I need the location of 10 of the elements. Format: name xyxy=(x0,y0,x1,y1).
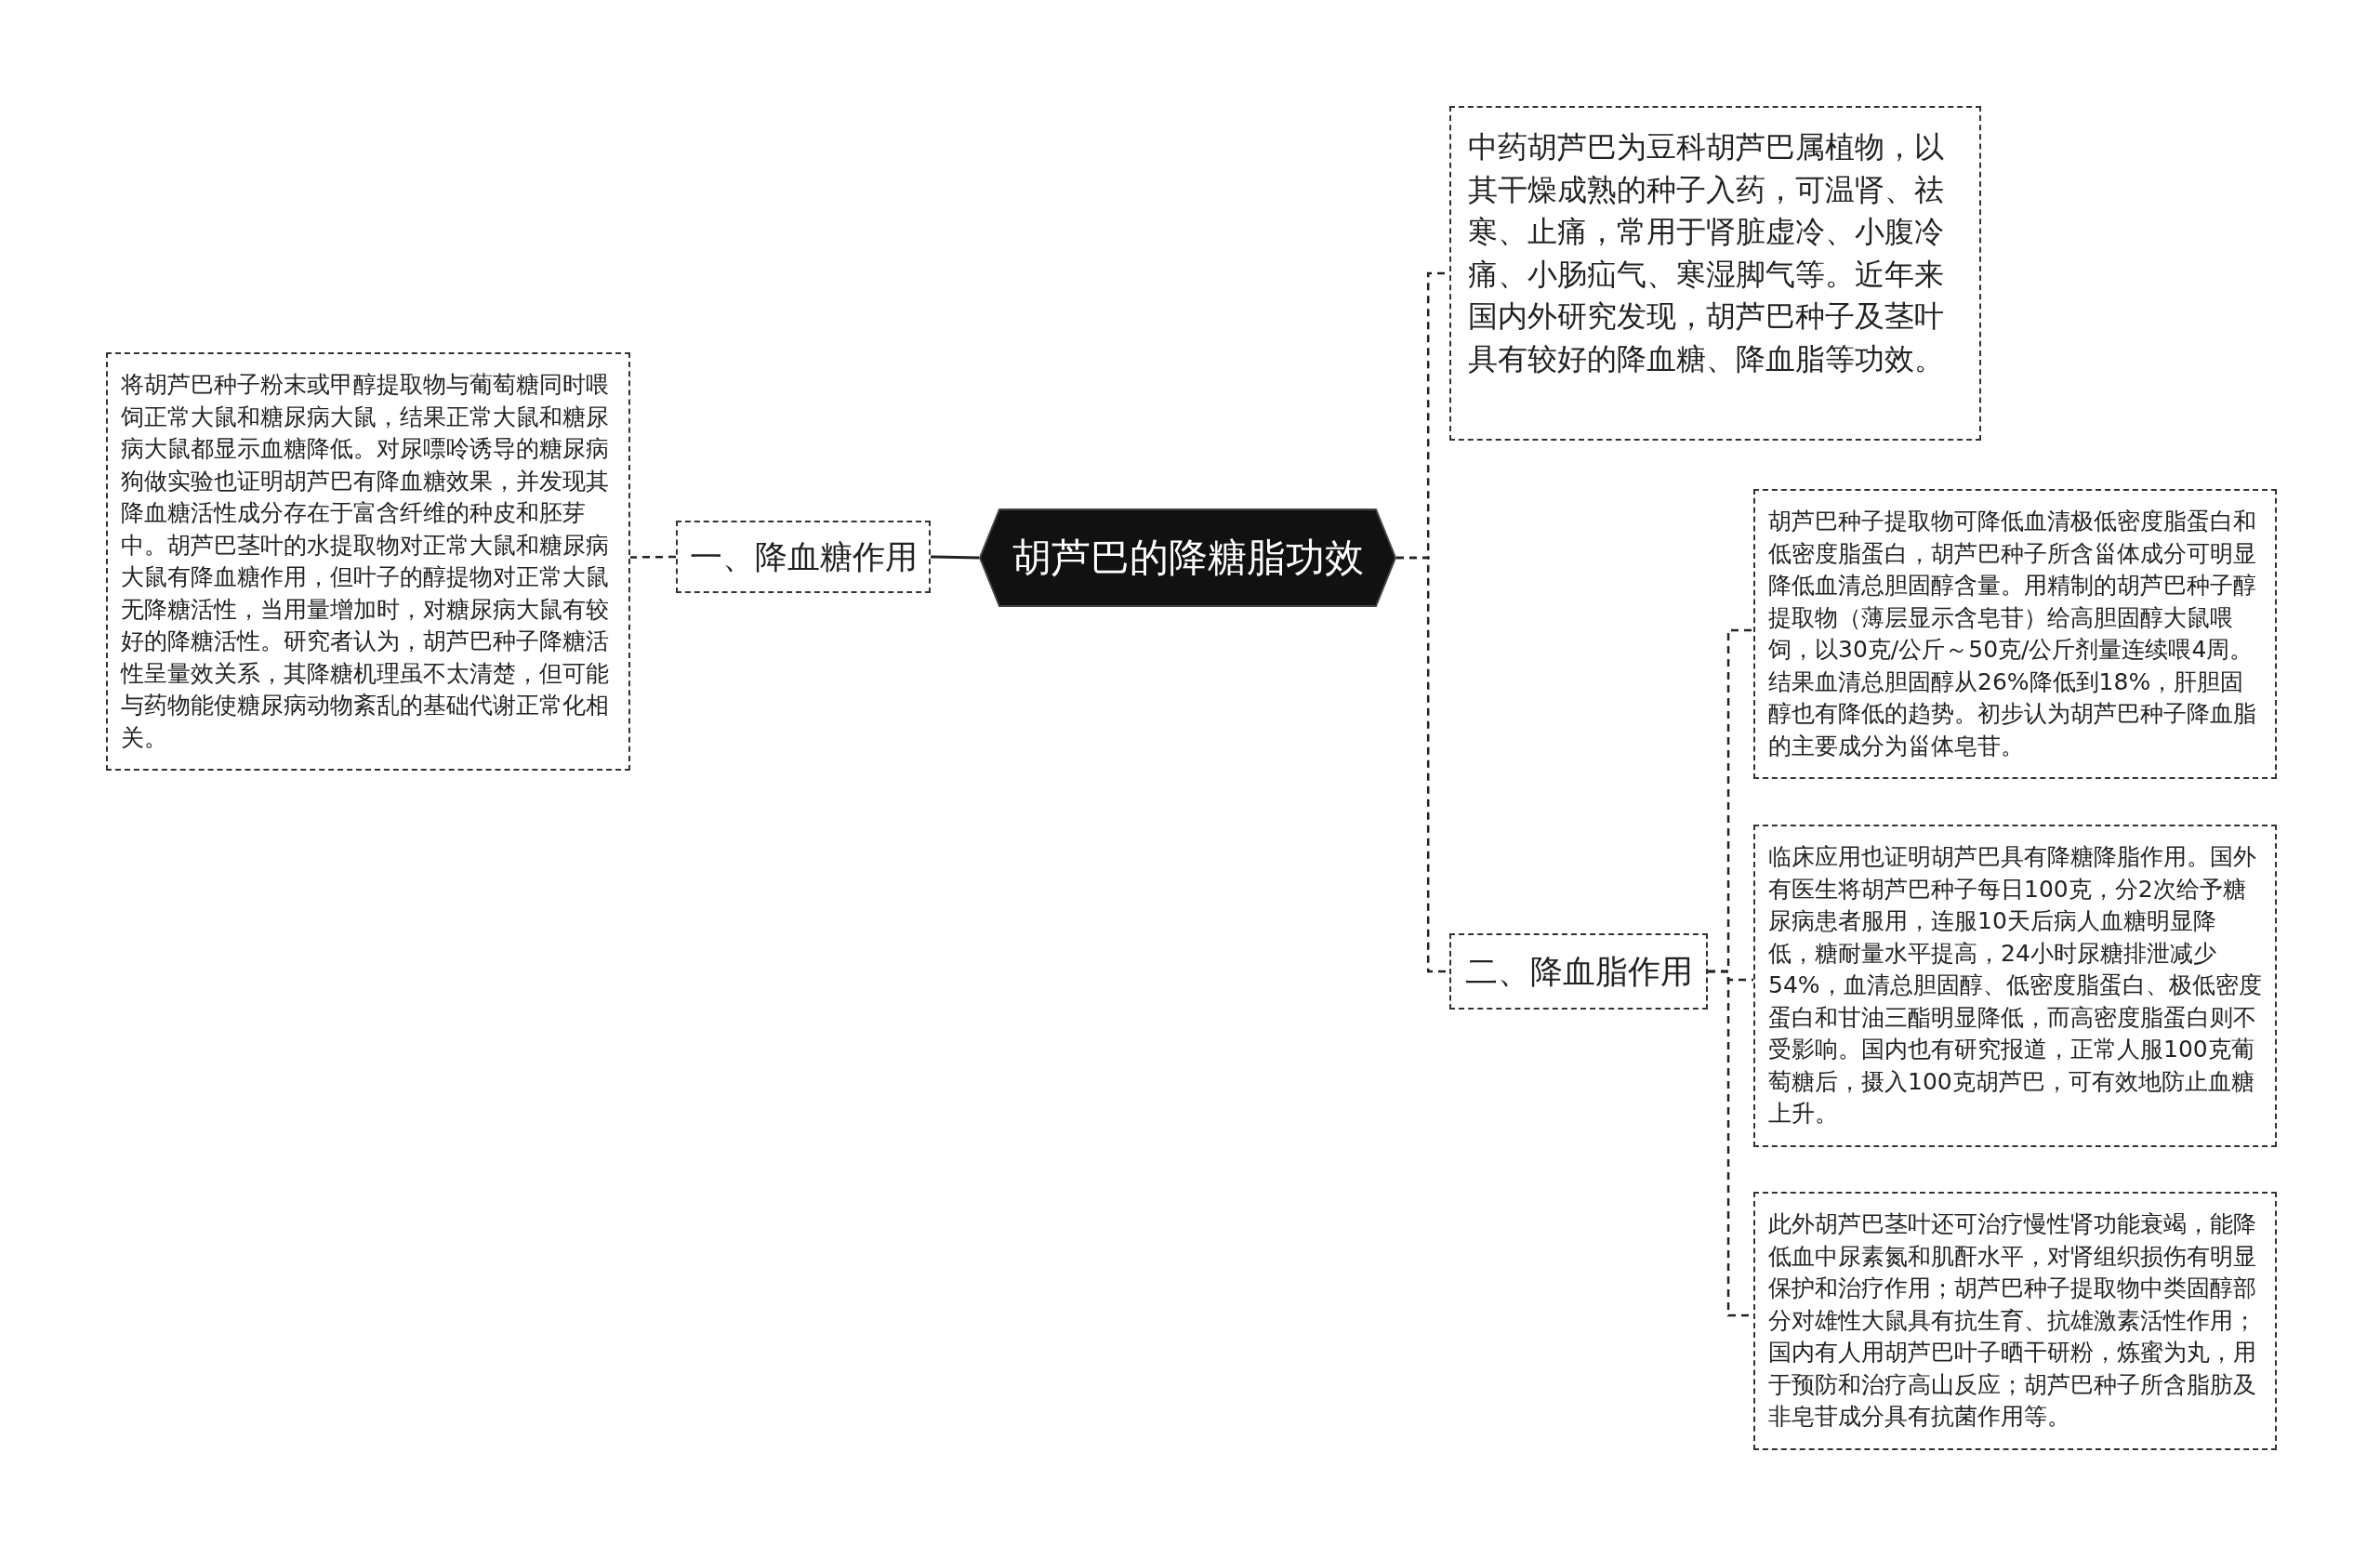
text-box: 此外胡芦巴茎叶还可治疗慢性肾功能衰竭，能降低血中尿素氮和肌酐水平，对肾组织损伤有明显保护和治疗作用；胡芦巴种子提取物中类固醇部分对雄性大鼠具有抗生育、抗雄激素活性作用；国内有人用胡芦巴叶子晒干研粉，炼蜜为丸，用于预防和治疗高山反应；胡芦巴种子所含脂肪及非皂苷成分具有抗菌作用等。 xyxy=(1753,1192,2277,1450)
text-box: 中药胡芦巴为豆科胡芦巴属植物，以其干燥成熟的种子入药，可温肾、祛寒、止痛，常用于肾脏虚冷、小腹冷痛、小肠疝气、寒湿脚气等。近年来国内外研究发现，胡芦巴种子及茎叶具有较好的降血糖、降血脂等功效。 xyxy=(1449,106,1981,441)
text-box: 临床应用也证明胡芦巴具有降糖降脂作用。国外有医生将胡芦巴种子每日100克，分2次给予糖尿病患者服用，连服10天后病人血糖明显降低，糖耐量水平提高，24小时尿糖排泄减少54%，血清总胆固醇、低密度脂蛋白、极低密度蛋白和甘油三酯明显降低，而高密度脂蛋白则不受影响。国内也有研究报道，正常人服100克葡萄糖后，摄入100克胡芦巴，可有效地防止血糖上升。 xyxy=(1753,825,2277,1147)
branch-box: 二、降血脂作用 xyxy=(1449,933,1708,1010)
text-box: 将胡芦巴种子粉末或甲醇提取物与葡萄糖同时喂饲正常大鼠和糖尿病大鼠，结果正常大鼠和糖尿病大鼠都显示血糖降低。对尿嘌呤诱导的糖尿病狗做实验也证明胡芦巴有降血糖效果，并发现其降血糖活性成分存在于富含纤维的种皮和胚芽中。胡芦巴茎叶的水提取物对正常大鼠和糖尿病大鼠有降血糖作用，但叶子的醇提物对正常大鼠无降糖活性，当用量增加时，对糖尿病大鼠有较好的降糖活性。研究者认为，胡芦巴种子降糖活性呈量效关系，其降糖机理虽不太清楚，但可能与药物能使糖尿病动物紊乱的基础代谢正常化相关。 xyxy=(106,352,630,771)
topic-hexagon: 胡芦巴的降糖脂功效 xyxy=(979,508,1396,607)
connector-line xyxy=(930,555,980,560)
branch-box: 一、降血糖作用 xyxy=(676,521,931,593)
connector-line xyxy=(630,555,676,559)
text-box: 胡芦巴种子提取物可降低血清极低密度脂蛋白和低密度脂蛋白，胡芦巴种子所含甾体成分可明显降低血清总胆固醇含量。用精制的胡芦巴种子醇提取物（薄层显示含皂苷）给高胆固醇大鼠喂饲，以30克/公斤～50克/公斤剂量连续喂4周。结果血清总胆固醇从26%降低到18%，肝胆固醇也有降低的趋势。初步认为胡芦巴种子降血脂的主要成分为甾体皂苷。 xyxy=(1753,489,2277,779)
